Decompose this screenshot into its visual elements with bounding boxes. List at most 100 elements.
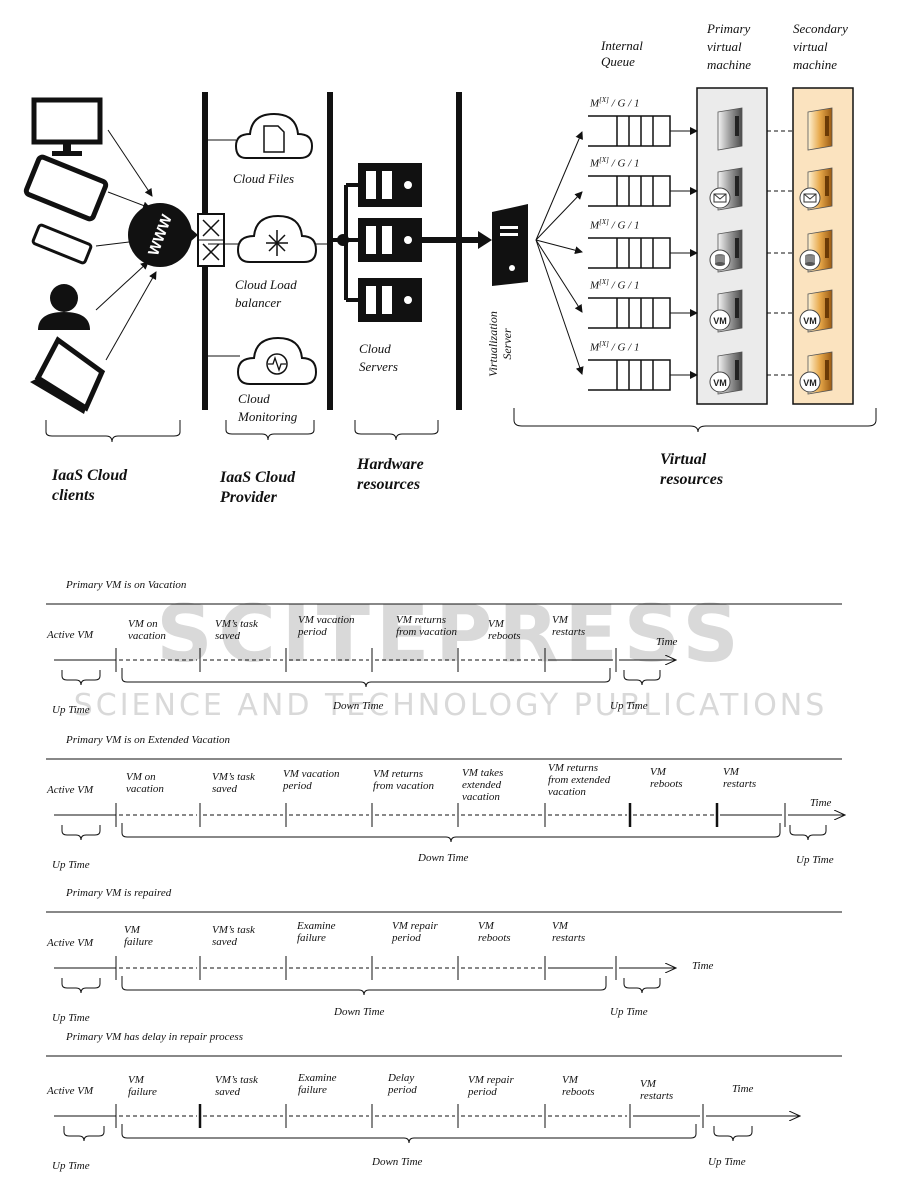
caption-virtual-resources: Virtual resources xyxy=(660,451,724,488)
phase-label: VM reboots xyxy=(562,1074,595,1098)
laptop-icon xyxy=(30,336,106,414)
queue-model-label: M[X] / G / 1 xyxy=(590,96,640,110)
phase-label: VM’s task saved xyxy=(215,1074,258,1098)
phase-label: VM vacation period xyxy=(298,614,355,638)
user-icon xyxy=(38,284,90,330)
active-vm-label: Active VM xyxy=(47,629,94,641)
phase-label: Examine failure xyxy=(297,920,336,944)
phase-label: Delay period xyxy=(388,1072,417,1096)
secondary-vm-server-icon: VM xyxy=(799,289,833,333)
primary-database-server-icon xyxy=(709,229,743,273)
queue-row xyxy=(588,297,793,329)
primary-server-icon xyxy=(717,107,743,151)
down-time-label: Down Time xyxy=(333,700,384,712)
down-time-label: Down Time xyxy=(418,852,469,864)
queue-model-label: M[X] / G / 1 xyxy=(590,156,640,170)
up-time-label-left: Up Time xyxy=(52,1160,90,1172)
cloud-servers-label: Cloud Servers xyxy=(359,341,398,374)
timeline-title: Primary VM is on Vacation xyxy=(66,579,187,591)
up-time-label-right: Up Time xyxy=(610,700,648,712)
primary-vm-header: Primary virtual machine xyxy=(707,21,752,72)
down-time-label: Down Time xyxy=(334,1006,385,1018)
timeline-4 xyxy=(46,1055,842,1144)
brace-group xyxy=(45,408,877,443)
time-axis-label: Time xyxy=(692,960,714,972)
queue-model-label: M[X] / G / 1 xyxy=(590,218,640,232)
svg-text:VM: VM xyxy=(713,378,727,388)
primary-mail-server-icon xyxy=(709,167,743,211)
phase-label: VM on vacation xyxy=(128,618,166,642)
tablet-icon xyxy=(23,154,109,222)
secondary-mail-server-icon xyxy=(799,167,833,211)
phase-label: VM reboots xyxy=(650,766,683,790)
phase-label: VM’s task saved xyxy=(215,618,258,642)
phase-label: VM on vacation xyxy=(126,771,164,795)
secondary-server-icon xyxy=(807,107,833,151)
phase-label: VM restarts xyxy=(552,920,586,944)
svg-text:VM: VM xyxy=(713,316,727,326)
internal-queue-header: Internal Queue xyxy=(601,38,643,69)
up-time-label-left: Up Time xyxy=(52,1012,90,1024)
up-time-label-left: Up Time xyxy=(52,704,90,716)
cloud-files-icon xyxy=(234,112,314,159)
timeline-title: Primary VM has delay in repair process xyxy=(66,1031,243,1043)
svg-text:VM: VM xyxy=(803,316,817,326)
smartphone-icon xyxy=(31,223,93,265)
cloud-load-balancer-icon xyxy=(236,214,318,263)
cloud-files-label: Cloud Files xyxy=(233,171,295,186)
hardware-bus-right xyxy=(456,92,462,410)
phase-label: VM repair period xyxy=(468,1074,514,1098)
cloud-monitoring-icon xyxy=(236,336,318,385)
svg-text:VM: VM xyxy=(803,378,817,388)
phase-label: VM repair period xyxy=(392,920,438,944)
secondary-database-server-icon xyxy=(799,229,833,273)
cloud-monitoring-label: Cloud Monitoring xyxy=(238,391,298,424)
up-time-label-right: Up Time xyxy=(708,1156,746,1168)
virtualization-server-label: Virtualization Server xyxy=(486,311,514,377)
timeline-title: Primary VM is repaired xyxy=(66,887,172,899)
time-axis-label: Time xyxy=(732,1083,754,1095)
phase-label: VM returns from vacation xyxy=(373,768,434,792)
phase-label: VM reboots xyxy=(488,618,521,642)
queue-model-label: M[X] / G / 1 xyxy=(590,340,640,354)
phase-label: VM’s task saved xyxy=(212,924,255,948)
queue-row xyxy=(588,175,793,207)
monitor-icon xyxy=(31,97,103,156)
up-time-label-left: Up Time xyxy=(52,859,90,871)
phase-label: VM returns from extended vacation xyxy=(548,762,611,798)
phase-label: VM takes extended vacation xyxy=(462,767,504,803)
switch-icon xyxy=(197,213,225,267)
time-axis-label: Time xyxy=(810,797,832,809)
caption-hardware-resources: Hardware resources xyxy=(357,456,424,493)
active-vm-label: Active VM xyxy=(47,937,94,949)
caption-iaas-provider: IaaS Cloud Provider xyxy=(220,469,296,506)
queue-model-label: M[X] / G / 1 xyxy=(590,278,640,292)
timeline-2 xyxy=(46,758,845,843)
cloud-load-balancer-label: Cloud Load balancer xyxy=(235,277,297,310)
caption-iaas-clients: IaaS Cloud clients xyxy=(52,467,128,504)
up-time-label-right: Up Time xyxy=(796,854,834,866)
active-vm-label: Active VM xyxy=(47,784,94,796)
primary-vm-server-icon: VM xyxy=(709,289,743,333)
down-time-label: Down Time xyxy=(372,1156,423,1168)
phase-label: VM restarts xyxy=(640,1078,674,1102)
phase-label: VM vacation period xyxy=(283,768,340,792)
phase-label: Examine failure xyxy=(298,1072,337,1096)
phase-label: VM returns from vacation xyxy=(396,614,457,638)
secondary-vm-server-icon: VM xyxy=(799,351,833,395)
cloud-servers-icon xyxy=(333,163,422,322)
queue-row xyxy=(588,359,793,391)
queue-row xyxy=(588,237,793,269)
internal-queues: VM VM VM VM xyxy=(588,107,833,395)
phase-label: VM failure xyxy=(124,924,153,948)
secondary-vm-header: Secondary virtual machine xyxy=(793,21,848,72)
time-axis-label: Time xyxy=(656,636,678,648)
hardware-bus-left xyxy=(327,92,333,410)
phase-label: VM restarts xyxy=(552,614,586,638)
timelines-graphics xyxy=(46,603,845,1144)
active-vm-label: Active VM xyxy=(47,1085,94,1097)
queue-row xyxy=(588,115,793,147)
primary-vm-server-icon: VM xyxy=(709,351,743,395)
phase-label: VM’s task saved xyxy=(212,771,255,795)
